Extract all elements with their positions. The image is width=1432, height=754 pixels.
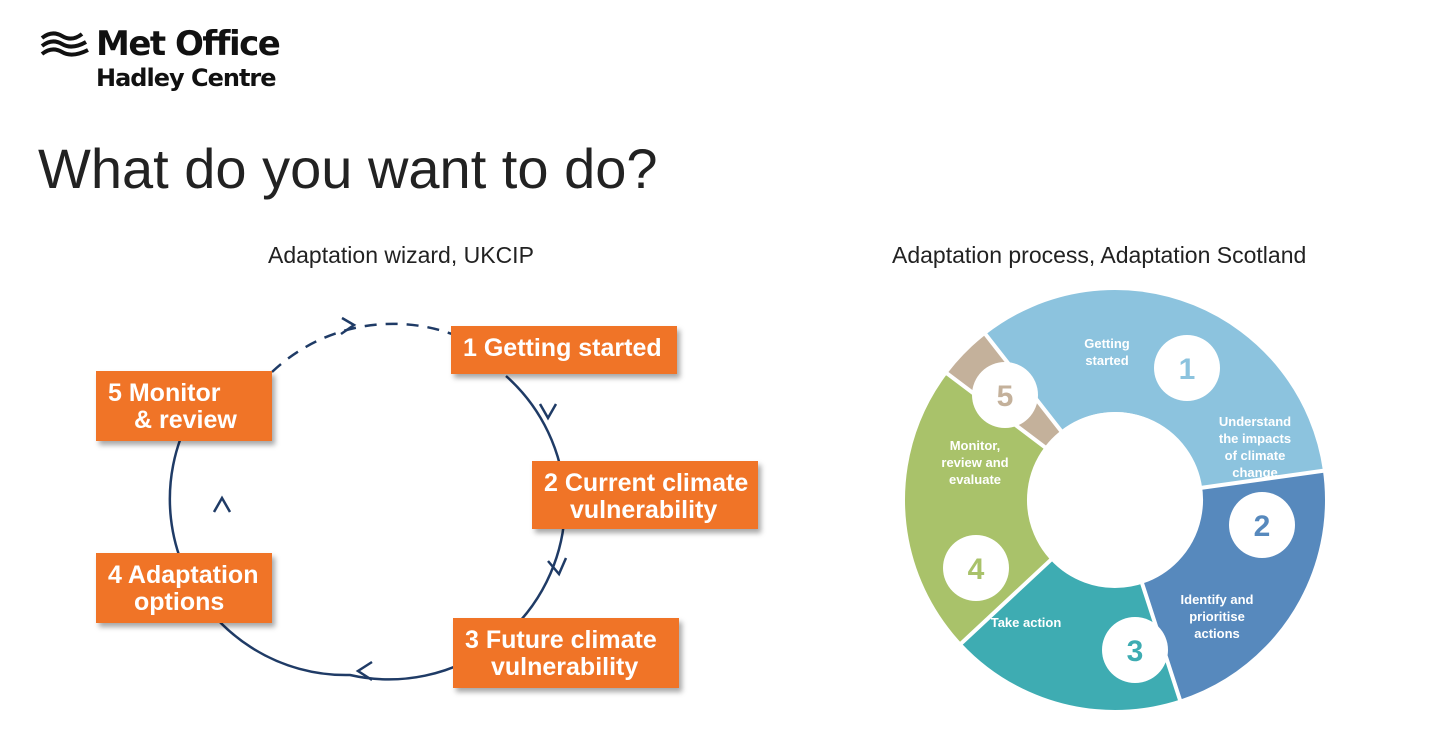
arrowhead-3	[355, 660, 373, 682]
step-2-line-1: 2 Current climate	[544, 469, 749, 497]
left-diagram-caption: Adaptation wizard, UKCIP	[268, 242, 534, 268]
ring-center	[1029, 412, 1201, 584]
step-number-circle-5	[972, 362, 1038, 428]
step-2-line-2: vulnerability	[570, 496, 718, 524]
step-number-1: 1	[1179, 353, 1196, 386]
page-title: What do you want to do?	[38, 137, 658, 200]
logo-line-2: Hadley Centre	[96, 64, 277, 92]
step-number-circle-4	[943, 535, 1009, 601]
step-number-3: 3	[1127, 635, 1144, 668]
arrowhead-1	[538, 403, 558, 421]
step-number-circle-3	[1102, 617, 1168, 683]
step-5-line-1: 5 Monitor	[108, 379, 221, 407]
met-office-logo: Met Office Hadley Centre	[40, 24, 300, 96]
step-3-line-2: vulnerability	[491, 653, 639, 681]
step-number-4: 4	[968, 553, 985, 586]
step-5-line-2: & review	[134, 406, 237, 434]
step-monitor-review: 5 Monitor & review	[96, 371, 272, 441]
step-1-line-1: 1 Getting started	[463, 334, 662, 362]
step-number-circle-1	[1154, 335, 1220, 401]
step-getting-started: 1 Getting started	[451, 326, 677, 374]
step-future-climate-vulnerability: 3 Future climate vulnerability	[453, 618, 679, 688]
step-3-line-1: 3 Future climate	[465, 626, 657, 654]
step-4-line-2: options	[134, 588, 225, 616]
right-diagram-caption: Adaptation process, Adaptation Scotland	[892, 242, 1307, 268]
step-4-line-1: 4 Adaptation	[108, 561, 259, 589]
arrowhead-4	[212, 495, 232, 513]
cycle-arc-dashed	[271, 322, 453, 373]
arrowhead-5	[340, 316, 357, 336]
segment-label-4: Take action	[991, 615, 1062, 630]
waves-icon	[40, 31, 89, 57]
step-number-5: 5	[997, 380, 1014, 413]
arrowhead-2	[547, 557, 568, 577]
step-current-climate-vulnerability: 2 Current climate vulnerability	[532, 461, 758, 529]
step-number-circle-2	[1229, 492, 1295, 558]
logo-line-1: Met Office	[96, 24, 281, 64]
step-number-2: 2	[1254, 510, 1271, 543]
step-adaptation-options: 4 Adaptation options	[96, 553, 272, 623]
